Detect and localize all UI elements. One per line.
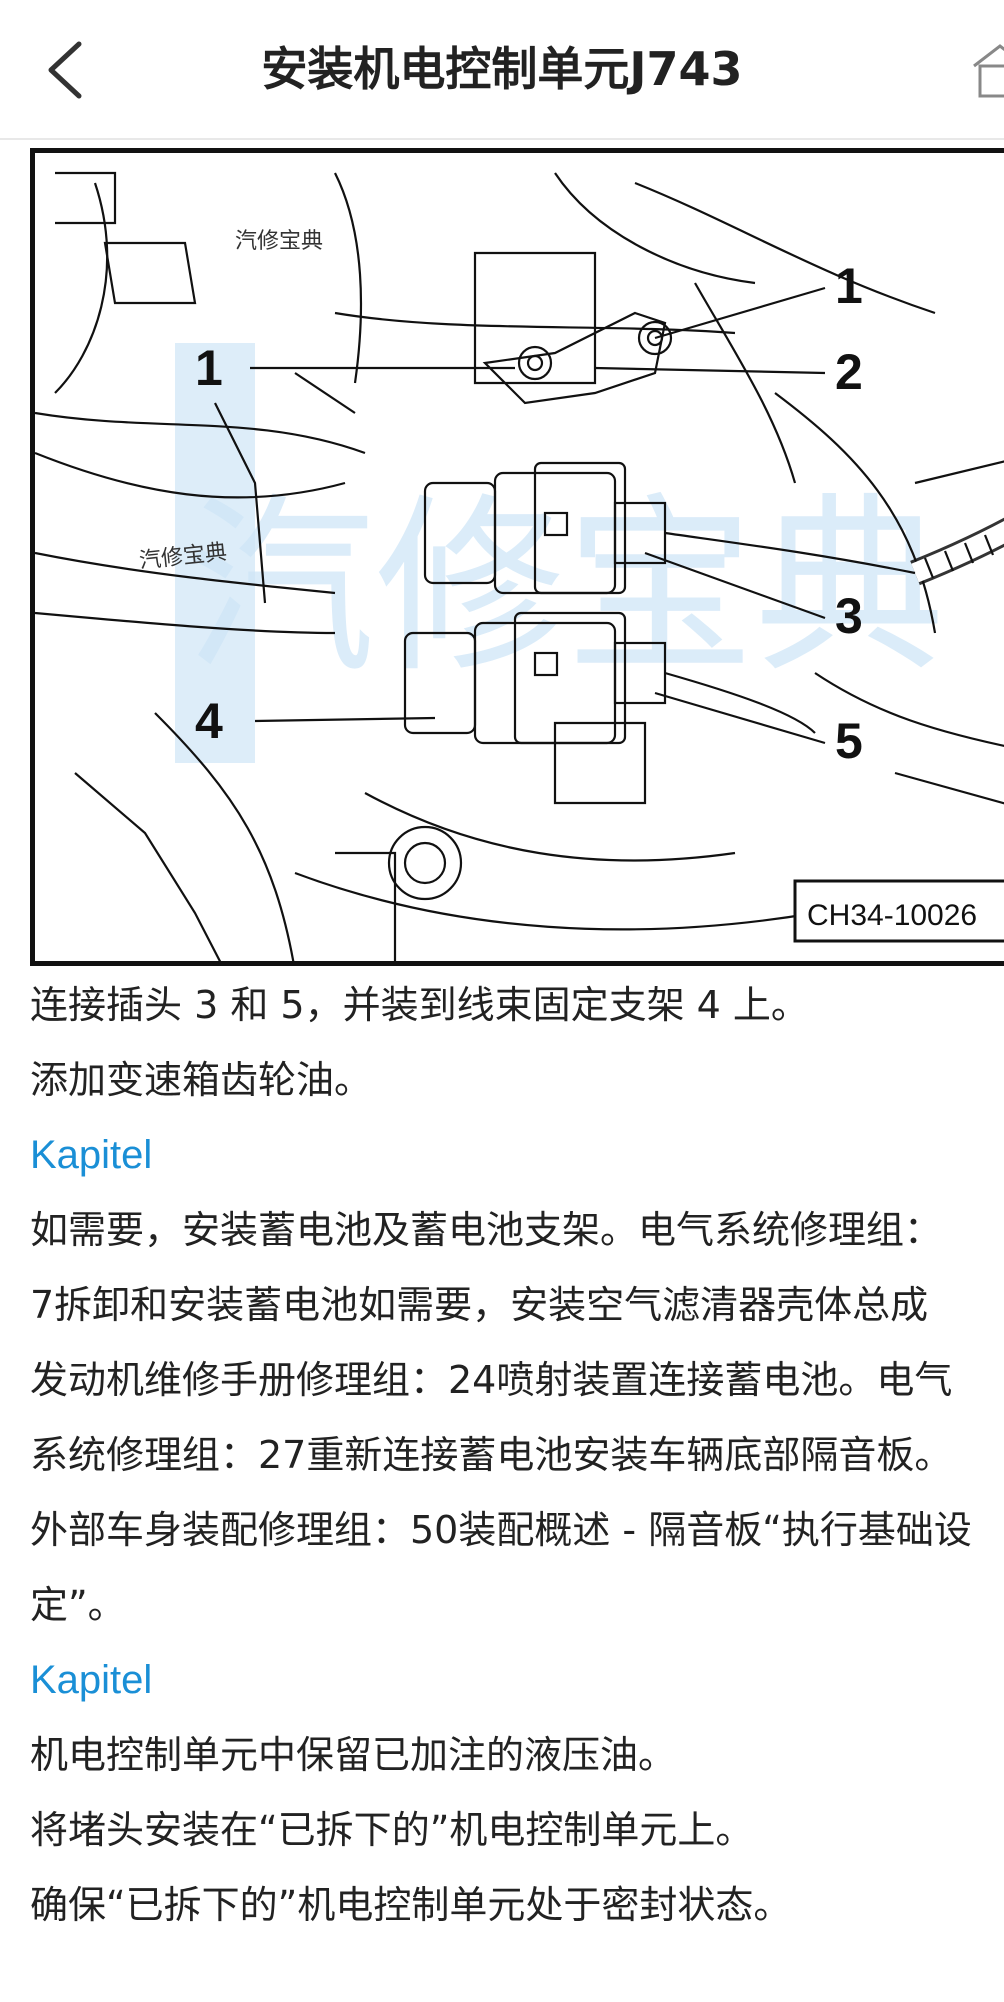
mechatronic-installation-diagram: 汽修宝典 — [35, 171, 1004, 961]
watermark-small-top: 汽修宝典 — [235, 229, 323, 254]
instruction-line: 如需要，安装蓄电池及蓄电池支架。电气系统修理组： — [30, 1208, 943, 1252]
top-navigation-bar: 安装机电控制单元J743 — [0, 0, 1004, 140]
instruction-line: 将堵头安装在“已拆下的”机电控制单元上。 — [30, 1808, 754, 1852]
figure-code-box — [793, 879, 1004, 943]
instruction-line: 系统修理组：27重新连接蓄电池安装车辆底部隔音板。 — [30, 1433, 953, 1477]
kapitel-link[interactable]: Kapitel — [30, 1658, 153, 1702]
svg-text:汽修宝典: 汽修宝典 — [185, 477, 945, 698]
callout-3: 3 — [835, 588, 863, 644]
diagram-figure: 汽修宝典 — [30, 148, 1004, 966]
chevron-left-icon — [48, 41, 82, 99]
instruction-line: 连接插头 3 和 5，并装到线束固定支架 4 上。 — [30, 983, 809, 1027]
home-button[interactable] — [970, 40, 1004, 100]
instruction-line: 机电控制单元中保留已加注的液压油。 — [30, 1733, 677, 1777]
instruction-line: 确保“已拆下的”机电控制单元处于密封状态。 — [30, 1883, 792, 1927]
page-title: 安装机电控制单元J743 — [261, 42, 743, 96]
callout-2: 2 — [835, 344, 863, 400]
callout-1-left: 1 — [195, 340, 223, 396]
instruction-content: 连接插头 3 和 5，并装到线束固定支架 4 上。 添加变速箱齿轮油。 Kapi… — [30, 968, 1004, 1943]
instruction-line: 添加变速箱齿轮油。 — [30, 1058, 373, 1102]
back-button[interactable] — [30, 28, 100, 112]
instruction-line: 定”。 — [30, 1583, 126, 1627]
instruction-line: 外部车身装配修理组：50装配概述 - 隔音板“执行基础设 — [30, 1508, 972, 1552]
callout-5: 5 — [835, 713, 863, 769]
home-icon — [973, 44, 1004, 98]
callout-1-right: 1 — [835, 258, 863, 314]
callout-4: 4 — [195, 693, 223, 749]
instruction-line: 7拆卸和安装蓄电池如需要，安装空气滤清器壳体总成 — [30, 1283, 929, 1327]
kapitel-link[interactable]: Kapitel — [30, 1133, 153, 1177]
instruction-line: 发动机维修手册修理组：24喷射装置连接蓄电池。电气 — [30, 1358, 953, 1402]
watermark-large: 汽修宝典 — [175, 343, 945, 763]
figure-code: CH34-10026 — [807, 899, 977, 932]
